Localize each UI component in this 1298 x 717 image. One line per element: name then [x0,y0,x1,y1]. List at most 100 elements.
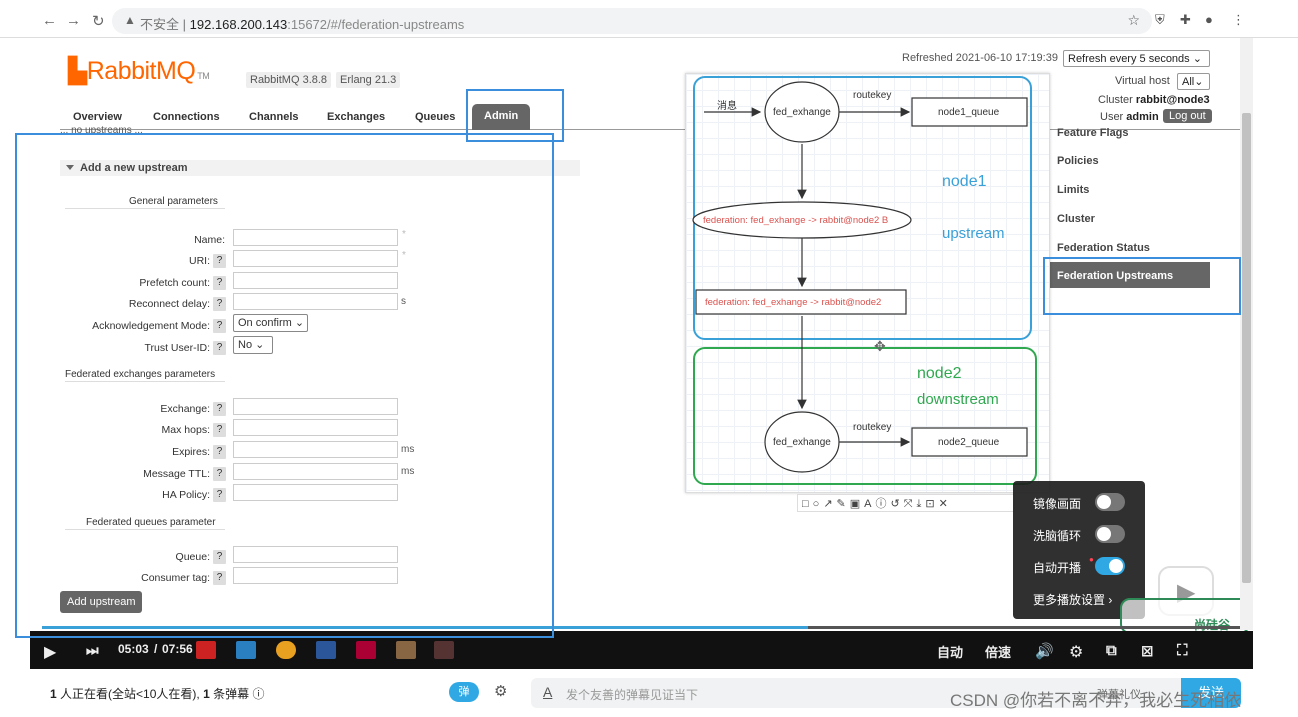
federation-upstream-ellipse-label: federation: fed_exhange -> rabbit@node2 … [703,215,889,226]
progress-played[interactable] [42,626,808,629]
node1-queue-label: node1_queue [938,107,1000,118]
diagram-arrows [692,81,1028,473]
text-tool-icon: A [864,498,876,510]
tab-channels[interactable]: Channels [249,111,299,123]
help-icon[interactable]: ? [213,319,226,333]
taskbar-app-icon[interactable] [396,641,416,659]
queues-parameter-heading: Federated queues parameter [86,517,216,528]
ttl-input[interactable] [233,463,398,480]
quality-button[interactable]: 自动 [937,645,964,660]
danmaku-settings-icon[interactable]: ⚙ [494,683,508,700]
help-icon[interactable]: ? [213,550,226,564]
trust-select[interactable]: No ⌄ [233,336,273,354]
csdn-watermark: CSDN @你若不离不弃，我必生死相依 [950,691,1242,710]
help-icon[interactable]: ? [213,467,226,481]
time-separator: / [154,642,158,656]
word-icon[interactable] [316,641,336,659]
speed-button[interactable]: 倍速 [985,645,1012,660]
tab-connections[interactable]: Connections [153,111,220,123]
loop-toggle[interactable] [1095,525,1125,543]
etiquette-link[interactable]: 弹幕礼仪 [1097,689,1141,701]
help-icon[interactable]: ? [213,402,226,416]
sidebar-item-limits[interactable]: Limits [1057,184,1090,196]
widescreen-icon[interactable]: ⊠ [1141,643,1154,660]
help-icon[interactable]: ? [213,423,226,437]
help-icon[interactable]: ? [213,445,226,459]
idea-icon[interactable] [356,641,376,659]
fullscreen-icon[interactable]: ⛶ [1177,642,1188,659]
chrome-icon[interactable] [276,641,296,659]
sidebar-item-federation-upstreams[interactable]: Federation Upstreams [1050,262,1210,288]
help-icon[interactable]: ? [213,297,226,311]
next-icon[interactable]: ⏭ [86,642,99,658]
user-info: User admin [1100,111,1159,123]
ttl-label: Message TTL: [143,468,210,480]
mirror-toggle[interactable] [1095,493,1125,511]
downstream-label: downstream [917,391,999,408]
send-button[interactable]: 发送 [1181,678,1241,708]
help-icon[interactable]: ? [213,276,226,290]
taskbar-app-icon[interactable] [196,641,216,659]
required-star: * [402,250,406,261]
danmaku-toggle[interactable]: 弹 [449,682,479,702]
node2-label: node2 [917,365,962,382]
annotation-toolbar[interactable]: □○↗✎▣Aⓘ↺⤧⤓⊡✕ [797,494,1015,512]
volume-icon[interactable]: 🔊 [1035,643,1054,660]
menu-icon[interactable]: ⋮ [1232,12,1245,27]
danmaku-input[interactable]: A 发个友善的弹幕见证当下 弹幕礼仪 [531,678,1211,708]
autoplay-toggle[interactable] [1095,557,1125,575]
ack-select[interactable]: On confirm ⌄ [233,314,308,332]
pip-icon[interactable]: ⧉ [1106,642,1117,659]
expires-input[interactable] [233,441,398,458]
reconnect-input[interactable] [233,293,398,310]
help-icon[interactable]: ? [213,254,226,268]
uri-input[interactable] [233,250,398,267]
maxhops-input[interactable] [233,419,398,436]
taskbar-app-icon[interactable] [434,641,454,659]
prefetch-input[interactable] [233,272,398,289]
page-scrollbar[interactable] [1240,38,1253,630]
consumer-input[interactable] [233,567,398,584]
rect-tool-icon: □ [802,498,813,510]
sidebar-item-federation-status[interactable]: Federation Status [1057,242,1150,254]
chevron-right-icon: › [1108,593,1113,607]
puzzle-icon[interactable]: ✚ [1180,12,1191,27]
progress-remaining[interactable] [808,626,1253,629]
back-icon[interactable]: ← [42,12,57,29]
play-icon[interactable]: ▶ [44,644,57,661]
info-icon: ⓘ [252,687,265,701]
bookmark-star-icon[interactable]: ☆ [1127,12,1140,28]
add-upstream-button[interactable]: Add upstream [60,591,143,613]
profile-icon[interactable]: ● [1205,12,1213,27]
add-upstream-section-header[interactable]: Add a new upstream [60,160,580,176]
extension-icon[interactable]: ⛨ [1155,12,1165,27]
taskbar-app-icon[interactable] [236,641,256,659]
sidebar-item-policies[interactable]: Policies [1057,155,1099,167]
tab-exchanges[interactable]: Exchanges [327,111,386,123]
vhost-select[interactable]: All⌄ [1177,73,1210,90]
name-input[interactable] [233,229,398,246]
more-settings[interactable]: 更多播放设置 › [1033,593,1113,607]
gear-icon[interactable]: ⚙ [1069,644,1084,661]
help-icon[interactable]: ? [213,488,226,502]
refresh-select[interactable]: Refresh every 5 seconds ⌄ [1063,50,1210,67]
sidebar-item-cluster[interactable]: Cluster [1057,213,1095,225]
tab-overview[interactable]: Overview [73,111,122,123]
queue-input[interactable] [233,546,398,563]
address-bar[interactable]: ▲ 不安全 | 192.168.200.143:15672/#/federati… [112,8,1152,34]
scrollbar-thumb[interactable] [1242,113,1251,583]
node2-queue-label: node2_queue [938,437,1000,448]
help-icon[interactable]: ? [213,341,226,355]
logout-button[interactable]: Log out [1163,109,1212,123]
exchange-input[interactable] [233,398,398,415]
danmaku-placeholder: 发个友善的弹幕见证当下 [566,688,699,702]
tab-queues[interactable]: Queues [415,111,456,123]
reload-icon[interactable]: ↻ [92,13,105,30]
sidebar-item-feature-flags[interactable]: Feature Flags [1057,127,1129,139]
mosaic-tool-icon: ▣ [849,498,865,510]
tab-admin[interactable]: Admin [472,104,531,130]
help-icon[interactable]: ? [213,571,226,585]
forward-icon[interactable]: → [66,12,81,29]
ha-input[interactable] [233,484,398,501]
